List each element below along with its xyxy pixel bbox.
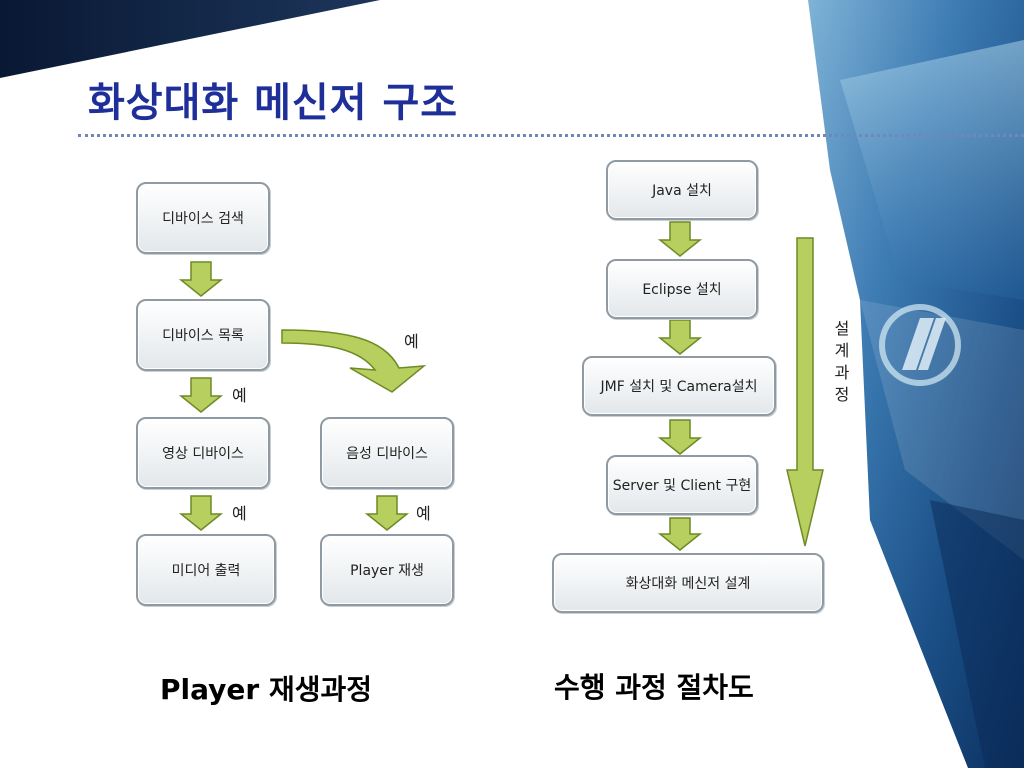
arrow-java-to-eclipse xyxy=(657,221,703,257)
box-device-search: 디바이스 검색 xyxy=(136,182,270,254)
arrow-search-to-list xyxy=(178,261,224,297)
arrow-eclipse-to-jmf xyxy=(657,319,703,355)
box-messenger-design: 화상대화 메신저 설계 xyxy=(552,553,824,613)
box-java-install: Java 설치 xyxy=(606,160,758,220)
arrow-list-to-audio-curved xyxy=(281,329,427,393)
arrow-video-to-media xyxy=(178,495,224,531)
slide-title: 화상대화 메신저 구조 xyxy=(88,80,459,126)
arrow-list-to-video xyxy=(178,377,224,413)
left-caption: Player 재생과정 xyxy=(160,673,372,706)
yes-label-audio-to-player: 예 xyxy=(416,504,431,523)
box-device-list: 디바이스 목록 xyxy=(136,299,270,371)
yes-label-list-to-video: 예 xyxy=(232,386,247,405)
design-process-arrow xyxy=(786,237,824,547)
arrow-jmf-to-server xyxy=(657,419,703,455)
top-left-band xyxy=(0,0,380,78)
box-eclipse-install: Eclipse 설치 xyxy=(606,259,758,319)
yes-label-list-to-audio: 예 xyxy=(404,332,419,351)
box-player-play: Player 재생 xyxy=(320,534,454,606)
box-video-device: 영상 디바이스 xyxy=(136,417,270,489)
yes-label-video-to-media: 예 xyxy=(232,504,247,523)
box-audio-device: 음성 디바이스 xyxy=(320,417,454,489)
title-divider xyxy=(78,134,1024,137)
arrow-audio-to-player xyxy=(364,495,410,531)
box-media-output: 미디어 출력 xyxy=(136,534,276,606)
box-jmf-camera-install: JMF 설치 및 Camera설치 xyxy=(582,356,776,416)
logo-ring xyxy=(879,304,961,386)
box-server-client-impl: Server 및 Client 구현 xyxy=(606,455,758,515)
design-process-label: 설계과정 xyxy=(834,319,850,404)
arrow-server-to-design xyxy=(657,517,703,551)
right-caption: 수행 과정 절차도 xyxy=(554,671,754,704)
